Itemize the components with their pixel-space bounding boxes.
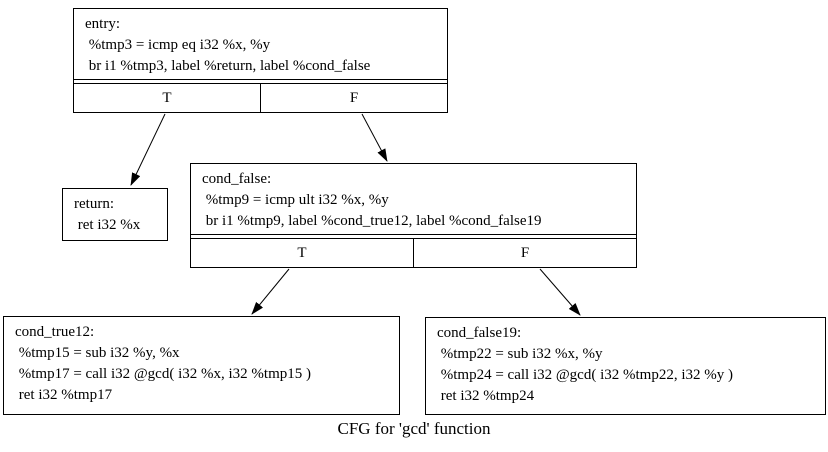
code-line: return: [74, 196, 114, 212]
node-entry-code: entry: %tmp3 = icmp eq i32 %x, %y br i1 … [74, 9, 447, 80]
branch-true-cell: T [191, 239, 414, 267]
code-line: cond_false: [202, 171, 272, 187]
code-line: cond_false19: [437, 325, 522, 341]
edge-entry-T-return [130, 113, 166, 186]
node-return-code: return: ret i32 %x [63, 189, 167, 238]
code-line: %tmp24 = call i32 @gcd( i32 %tmp22, i32 … [437, 367, 733, 383]
edge-cond_false-F-cond_false19 [539, 268, 581, 316]
graph-title: CFG for 'gcd' function [337, 419, 491, 438]
code-line: %tmp15 = sub i32 %y, %x [15, 345, 180, 361]
node-cond_false-code: cond_false: %tmp9 = icmp ult i32 %x, %y … [191, 164, 636, 235]
code-line: %tmp3 = icmp eq i32 %x, %y [85, 37, 271, 53]
branch-false-cell: F [349, 89, 359, 106]
node-cond_false-branch-row: T F [191, 238, 636, 267]
edge-entry-F-cond_false [361, 113, 388, 162]
code-line: cond_true12: [15, 324, 95, 340]
code-line: br i1 %tmp9, label %cond_true12, label %… [202, 213, 542, 229]
edge-cond_false-T-cond_true12 [251, 268, 290, 315]
code-line: %tmp9 = icmp ult i32 %x, %y [202, 192, 389, 208]
node-cond_false: cond_false: %tmp9 = icmp ult i32 %x, %y … [190, 163, 637, 268]
code-line: br i1 %tmp3, label %return, label %cond_… [85, 58, 371, 74]
node-cond_false19: cond_false19: %tmp22 = sub i32 %x, %y %t… [425, 317, 826, 415]
code-line: ret i32 %tmp17 [15, 387, 113, 403]
code-line: ret i32 %tmp24 [437, 388, 535, 404]
node-entry-branch-row: T F [74, 83, 447, 112]
code-line: %tmp22 = sub i32 %x, %y [437, 346, 603, 362]
node-cond_true12-code: cond_true12: %tmp15 = sub i32 %y, %x %tm… [4, 317, 399, 408]
branch-true-cell: T [74, 84, 261, 112]
node-cond_true12: cond_true12: %tmp15 = sub i32 %y, %x %tm… [3, 316, 400, 415]
node-entry: entry: %tmp3 = icmp eq i32 %x, %y br i1 … [73, 8, 448, 113]
code-line: ret i32 %x [74, 217, 141, 233]
code-line: entry: [85, 16, 120, 32]
branch-false-cell: F [520, 244, 530, 261]
code-line: %tmp17 = call i32 @gcd( i32 %x, i32 %tmp… [15, 366, 311, 382]
node-cond_false19-code: cond_false19: %tmp22 = sub i32 %x, %y %t… [426, 318, 825, 409]
node-return: return: ret i32 %x [62, 188, 168, 241]
